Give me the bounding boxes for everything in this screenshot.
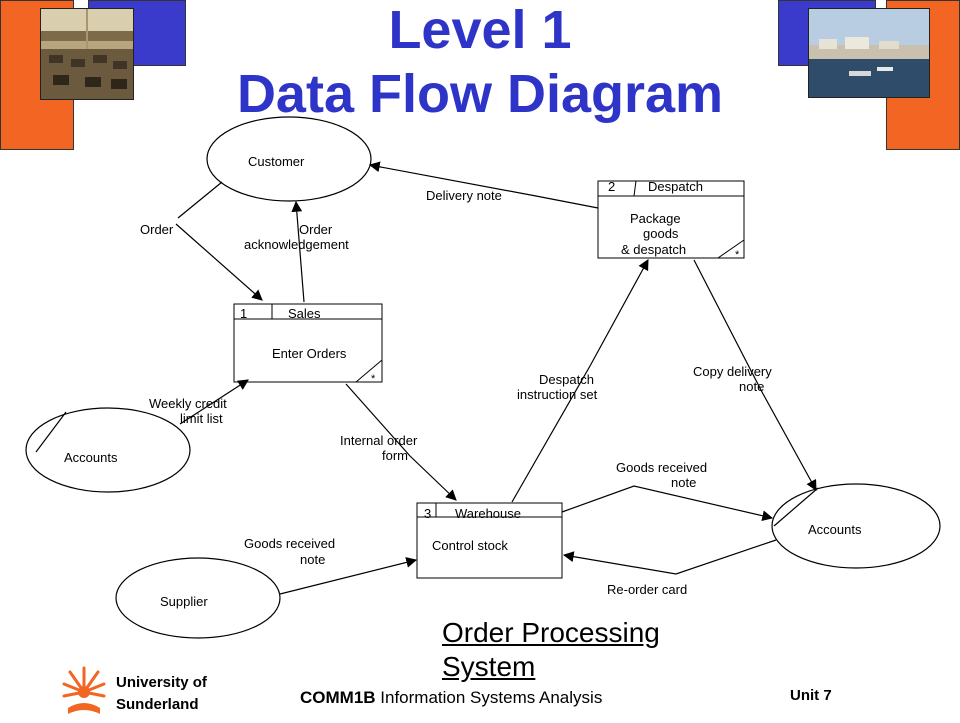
flow-reorder-card bbox=[562, 539, 777, 575]
flow-weekly-credit-line2: limit list bbox=[180, 411, 223, 426]
flow-internal-order-line1: Internal order bbox=[340, 433, 418, 448]
customer-label: Customer bbox=[248, 154, 305, 169]
flow-internal-order bbox=[345, 383, 457, 501]
process-warehouse-number: 3 bbox=[424, 506, 432, 521]
process-despatch-name-line3: & despatch bbox=[621, 242, 687, 257]
supplier-label: Supplier bbox=[160, 594, 208, 609]
left-corner-decoration bbox=[0, 0, 190, 150]
page-title-line2: Data Flow Diagram bbox=[236, 64, 724, 124]
flow-goods-received-right bbox=[561, 485, 774, 522]
flow-goods-received-left-line1: Goods received bbox=[244, 536, 336, 551]
diagram-subtitle: Order Processing System bbox=[442, 617, 660, 682]
flow-order-ack-line1: Order bbox=[299, 222, 333, 237]
process-despatch-shape bbox=[597, 180, 745, 259]
flow-copy-delivery-line2: note bbox=[739, 379, 765, 394]
flow-delivery-note bbox=[368, 161, 599, 209]
harbour-photo bbox=[808, 8, 930, 98]
right-corner-decoration bbox=[772, 0, 960, 150]
accounts-left-entity-shape bbox=[25, 407, 191, 493]
university-logo-icon bbox=[62, 664, 106, 718]
unit-label: Unit 7 bbox=[790, 687, 832, 704]
flow-internal-order-line2: form bbox=[382, 448, 408, 463]
course-name: Information Systems Analysis bbox=[375, 688, 603, 707]
accounts-left-label: Accounts bbox=[64, 450, 118, 465]
course-code: COMM1B bbox=[300, 688, 376, 707]
flow-copy-delivery bbox=[693, 259, 817, 491]
page-title-line1: Level 1 bbox=[388, 0, 572, 60]
flow-copy-delivery-line1: Copy delivery bbox=[693, 364, 772, 379]
flow-customer-left-tail bbox=[177, 181, 223, 219]
process-warehouse-shape bbox=[416, 502, 563, 579]
flow-order bbox=[175, 223, 263, 301]
flow-despatch-instr bbox=[511, 259, 649, 503]
office-photo bbox=[40, 8, 134, 100]
supplier-entity-shape bbox=[115, 557, 281, 639]
accounts-right-entity-shape bbox=[771, 483, 941, 569]
flow-goods-received-right-line1: Goods received bbox=[616, 460, 708, 475]
process-despatch-name-line1: Package bbox=[630, 211, 681, 226]
flow-goods-received-left bbox=[279, 557, 418, 595]
accounts-right-label: Accounts bbox=[808, 522, 862, 537]
flow-despatch-instr-line1: Despatch bbox=[539, 372, 594, 387]
customer-entity-shape bbox=[206, 116, 372, 202]
university-name-line2: Sunderland bbox=[116, 696, 199, 713]
flow-weekly-credit bbox=[179, 379, 249, 425]
flow-order-label: Order bbox=[140, 222, 174, 237]
process-warehouse-name: Control stock bbox=[432, 538, 508, 553]
process-warehouse-location: Warehouse bbox=[455, 506, 521, 521]
flow-goods-received-left-line2: note bbox=[300, 552, 326, 567]
flow-order-ack bbox=[291, 200, 305, 303]
process-despatch-number: 2 bbox=[608, 179, 616, 194]
university-name-line1: University of bbox=[116, 674, 207, 691]
process-sales-marker: * bbox=[371, 373, 376, 385]
process-despatch-name-line2: goods bbox=[643, 226, 679, 241]
process-sales-name: Enter Orders bbox=[272, 346, 347, 361]
process-sales-number: 1 bbox=[240, 306, 248, 321]
flow-reorder-card-label: Re-order card bbox=[607, 582, 688, 597]
flow-weekly-credit-line1: Weekly credit bbox=[149, 396, 227, 411]
flow-order-ack-line2: acknowledgement bbox=[244, 237, 349, 252]
flow-despatch-instr-line2: instruction set bbox=[517, 387, 598, 402]
process-despatch-location: Despatch bbox=[648, 179, 703, 194]
flow-delivery-note-label: Delivery note bbox=[426, 188, 502, 203]
course-title: COMM1B Information Systems Analysis bbox=[300, 688, 602, 708]
flow-goods-received-right-line2: note bbox=[671, 475, 697, 490]
process-sales-location: Sales bbox=[288, 306, 321, 321]
process-despatch-marker: * bbox=[735, 249, 740, 261]
process-sales-shape bbox=[233, 303, 383, 383]
